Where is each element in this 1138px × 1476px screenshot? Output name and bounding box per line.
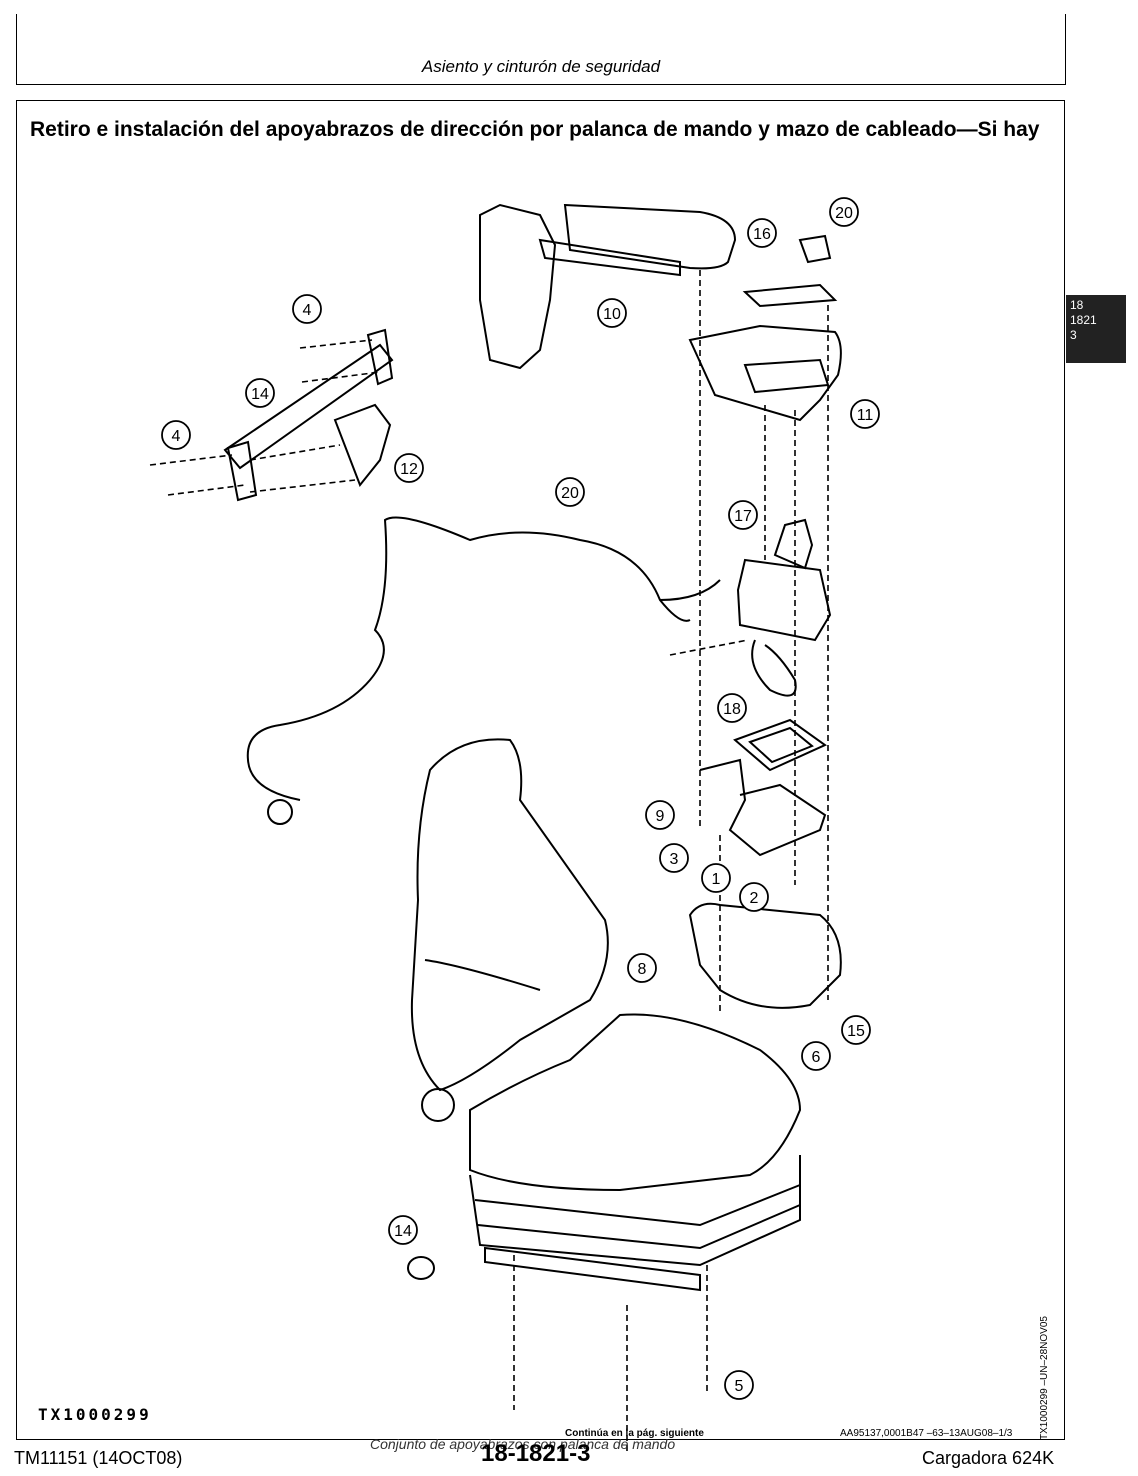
callout-1: 1	[712, 871, 721, 888]
callout-20: 20	[561, 485, 579, 502]
callout-16: 16	[753, 226, 771, 243]
footer-machine: Cargadora 624K	[922, 1448, 1055, 1468]
header-border-right	[1065, 14, 1066, 84]
callout-10: 10	[603, 306, 621, 323]
continue-note: Continúa en la pág. siguiente	[565, 1428, 704, 1439]
callout-14: 14	[394, 1223, 412, 1240]
arm-plate-lower	[226, 440, 258, 502]
callout-6: 6	[812, 1049, 821, 1066]
callout-3: 3	[670, 851, 679, 868]
callout-8: 8	[638, 961, 647, 978]
tab-line-2: 1821	[1070, 313, 1097, 327]
callout-9: 9	[656, 808, 665, 825]
page-title: Retiro e instalación del apoyabrazos de …	[30, 118, 1040, 141]
mounting-arm	[223, 343, 394, 470]
side-cover	[333, 403, 392, 487]
seat-rail	[484, 1246, 701, 1292]
reference-code: AA95137,0001B47 –63–13AUG08–1/3	[840, 1428, 1013, 1439]
seat-base	[469, 1155, 801, 1267]
footer-manual-id: TM11151 (14OCT08)	[14, 1448, 183, 1468]
callout-17: 17	[734, 508, 752, 525]
armrest-rail	[538, 238, 681, 277]
tab-line-1: 18	[1070, 298, 1084, 312]
figure-caption: Conjunto de apoyabrazos con palanca de m…	[370, 1436, 676, 1452]
seat-back	[410, 738, 609, 1092]
figure-vertical-code: TX1000299 –UN–28NOV05	[1039, 1316, 1050, 1440]
callout-19: 20	[835, 205, 853, 222]
wire-harness	[246, 516, 691, 801]
footer-page-number: 18-1821-3	[481, 1440, 591, 1467]
content-frame	[16, 100, 1065, 1440]
armrest-bracket	[479, 203, 557, 370]
callout-4b: 4	[172, 428, 181, 445]
joystick-boot	[736, 558, 832, 642]
knob	[407, 1256, 435, 1280]
harness-connector	[267, 799, 293, 825]
lower-shroud	[688, 902, 842, 1009]
seat-cushion	[469, 1013, 802, 1192]
tab-line-3: 3	[1070, 328, 1077, 342]
callout-2: 2	[750, 890, 759, 907]
mount-bracket	[699, 758, 827, 857]
joystick-handle	[773, 518, 814, 570]
callout-15: 15	[847, 1023, 865, 1040]
arm-plate-upper	[366, 328, 394, 386]
header-border-left	[16, 14, 17, 84]
callout-18: 18	[723, 701, 741, 718]
figure-id: TX1000299	[38, 1405, 152, 1424]
callout-4a: 4	[303, 302, 312, 319]
callout-12: 12	[400, 461, 418, 478]
callout-13: 14	[251, 386, 269, 403]
joystick-cable	[751, 639, 797, 697]
gasket	[733, 718, 827, 772]
section-title: Asiento y cinturón de seguridad	[421, 57, 661, 76]
callout-5: 5	[735, 1378, 744, 1395]
console-window	[743, 358, 830, 394]
console-cover	[688, 324, 842, 422]
armrest-pad	[563, 203, 737, 270]
top-plate	[742, 283, 838, 308]
callout-11: 11	[857, 407, 874, 424]
section-tab: 18 1821 3	[1066, 295, 1126, 363]
header-border-bottom	[16, 84, 1066, 85]
switch	[798, 234, 832, 264]
seat-adjuster	[421, 1088, 455, 1122]
